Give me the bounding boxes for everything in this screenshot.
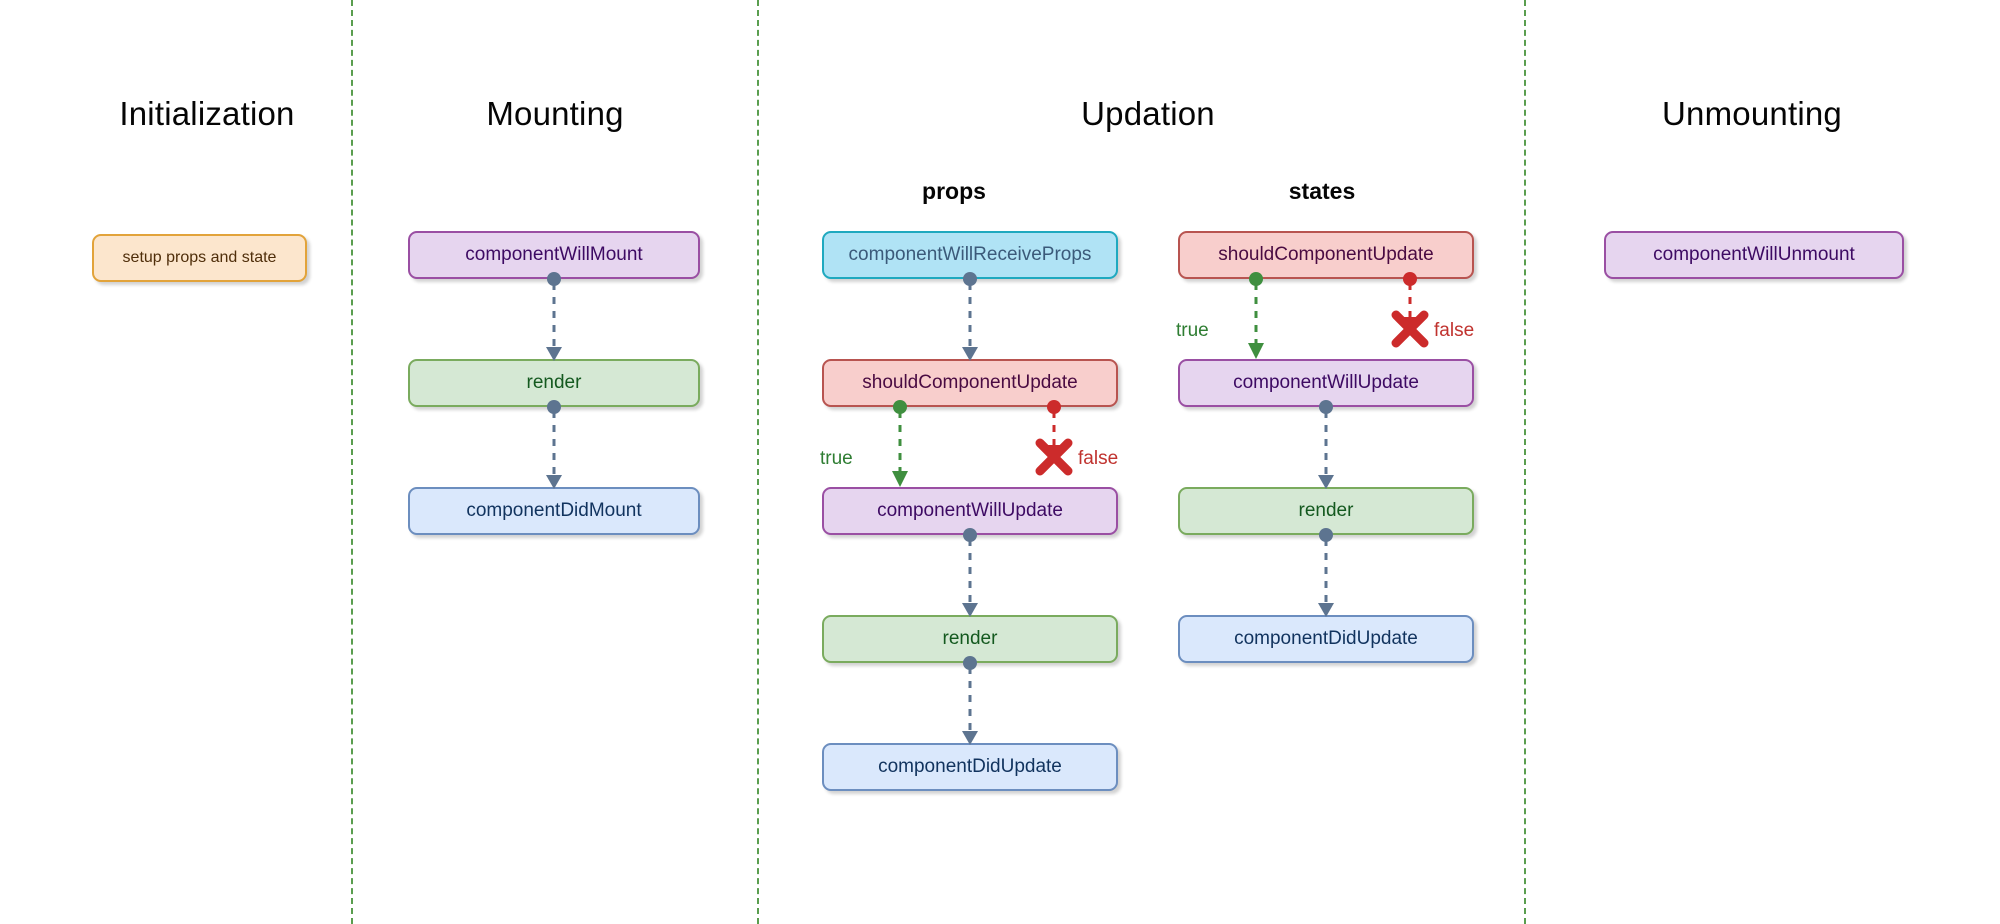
node-mounting-render[interactable]: render (408, 359, 700, 407)
label-props-false: false (1078, 448, 1119, 469)
node-component-will-mount[interactable]: componentWillMount (408, 231, 700, 279)
node-states-component-will-update[interactable]: componentWillUpdate (1178, 359, 1474, 407)
arrow-states-render-to-didupdate (1318, 528, 1334, 617)
divider-updation-unmounting (1524, 0, 1526, 924)
subsection-title-states: states (1288, 178, 1356, 204)
label-states-true: true (1176, 320, 1209, 341)
section-title-unmounting: Unmounting (1662, 95, 1842, 132)
section-title-mounting: Mounting (486, 95, 624, 132)
arrow-states-willupdate-to-render (1318, 400, 1334, 489)
subsection-title-props: props (922, 178, 986, 204)
divider-mounting-updation (757, 0, 759, 924)
node-component-will-unmount[interactable]: componentWillUnmount (1604, 231, 1904, 279)
arrow-props-true-branch (892, 400, 908, 487)
arrow-props-render-to-didupdate (962, 656, 978, 745)
divider-initialization-mounting (351, 0, 353, 924)
arrow-states-true-branch (1248, 272, 1264, 359)
arrow-mounting-render-to-didmount (546, 400, 562, 489)
node-props-should-component-update[interactable]: shouldComponentUpdate (822, 359, 1118, 407)
section-title-initialization: Initialization (119, 95, 295, 132)
node-states-component-did-update[interactable]: componentDidUpdate (1178, 615, 1474, 663)
node-props-component-will-receive-props[interactable]: componentWillReceiveProps (822, 231, 1118, 279)
node-states-render[interactable]: render (1178, 487, 1474, 535)
arrow-props-willupdate-to-render (962, 528, 978, 617)
arrow-props-false-branch (1035, 400, 1073, 476)
arrow-props-receiveprops-to-shouldupdate (962, 272, 978, 361)
label-states-false: false (1434, 320, 1475, 341)
arrow-mounting-willmount-to-render (546, 272, 562, 361)
node-states-should-component-update[interactable]: shouldComponentUpdate (1178, 231, 1474, 279)
node-setup-props-and-state[interactable]: setup props and state (92, 234, 307, 282)
node-component-did-mount[interactable]: componentDidMount (408, 487, 700, 535)
label-props-true: true (820, 448, 853, 469)
node-props-render[interactable]: render (822, 615, 1118, 663)
section-title-updation: Updation (1081, 95, 1215, 132)
cross-icon (1035, 438, 1073, 476)
arrow-states-false-branch (1391, 272, 1429, 348)
cross-icon (1391, 310, 1429, 348)
node-props-component-did-update[interactable]: componentDidUpdate (822, 743, 1118, 791)
node-props-component-will-update[interactable]: componentWillUpdate (822, 487, 1118, 535)
